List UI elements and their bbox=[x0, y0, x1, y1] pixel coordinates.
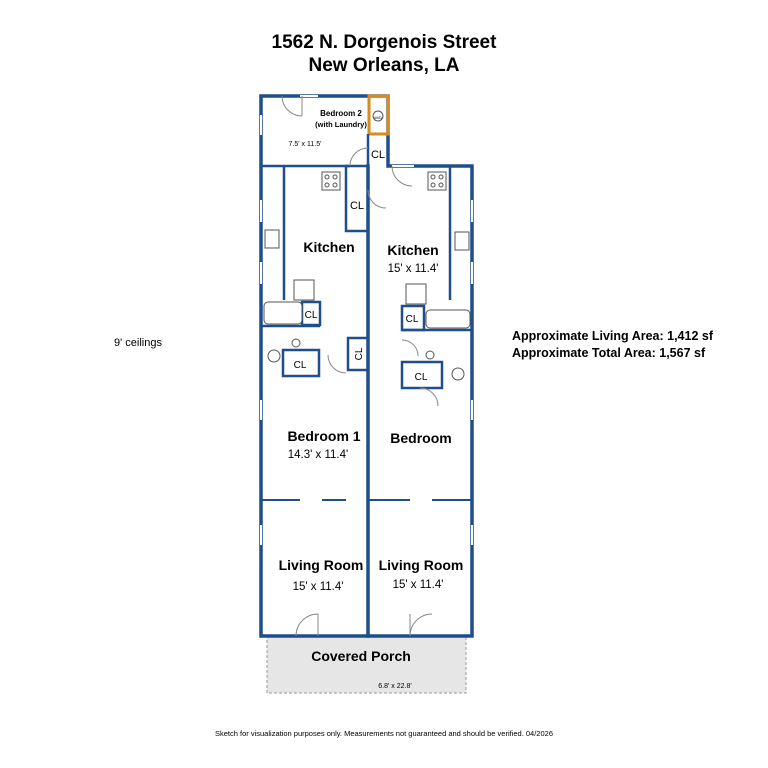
bathtub-icon bbox=[263, 301, 303, 325]
closet-label-hall: CL bbox=[354, 347, 365, 360]
bath-sink-icon bbox=[425, 350, 435, 360]
porch-dim: 6.8' x 22.8' bbox=[378, 683, 411, 690]
closet-label-bath-left: CL bbox=[305, 310, 318, 321]
living-left-dim: 15' x 11.4' bbox=[293, 581, 344, 593]
bath-sink-icon bbox=[291, 338, 301, 348]
living-right-dim: 15' x 11.4' bbox=[393, 579, 444, 591]
interior-walls bbox=[261, 94, 472, 501]
window-marks bbox=[260, 95, 473, 545]
stove-icon bbox=[427, 171, 447, 191]
closet-label-kitchen: CL bbox=[350, 200, 364, 212]
bedroom1-dim: 14.3' x 11.4' bbox=[288, 449, 348, 461]
sink-icon bbox=[264, 229, 280, 249]
kitchen-left-label: Kitchen bbox=[303, 239, 354, 255]
bedroom2-sublabel: (with Laundry) bbox=[315, 120, 367, 129]
toilet-icon bbox=[451, 367, 465, 381]
closet-label-right: CL bbox=[415, 372, 428, 383]
closet-label-bath-right: CL bbox=[406, 314, 419, 325]
covered-porch bbox=[266, 635, 467, 694]
kitchen-right-dim: 15' x 11.4' bbox=[388, 263, 439, 275]
stove-icon bbox=[321, 171, 341, 191]
kitchen-right-label: Kitchen bbox=[387, 242, 438, 258]
sink-icon bbox=[454, 231, 470, 251]
toilet-icon bbox=[267, 349, 281, 363]
washer-dryer-icon bbox=[372, 110, 384, 122]
fridge-icon bbox=[293, 279, 315, 301]
bedroom2-label: Bedroom 2 bbox=[320, 109, 362, 118]
plan-title-city: New Orleans, LA bbox=[308, 55, 460, 76]
bedroom-right-label: Bedroom bbox=[390, 430, 451, 446]
closet-label-top: CL bbox=[371, 149, 385, 161]
laundry-label: W/D bbox=[374, 115, 382, 120]
living-area-note: Approximate Living Area: 1,412 sf bbox=[512, 329, 713, 343]
porch-label: Covered Porch bbox=[311, 648, 411, 664]
bathtub-icon bbox=[425, 309, 471, 329]
fridge-icon bbox=[405, 283, 427, 305]
disclaimer: Sketch for visualization purposes only. … bbox=[215, 729, 553, 738]
bedroom2-dim: 7.5' x 11.5' bbox=[289, 141, 322, 148]
bedroom1-label: Bedroom 1 bbox=[287, 428, 360, 444]
plan-title-address: 1562 N. Dorgenois Street bbox=[271, 32, 497, 53]
ceiling-note: 9' ceilings bbox=[114, 337, 162, 349]
closet-label-left: CL bbox=[294, 360, 307, 371]
living-right-label: Living Room bbox=[379, 557, 464, 573]
total-area-note: Approximate Total Area: 1,567 sf bbox=[512, 346, 706, 360]
door-swings bbox=[281, 95, 439, 637]
living-left-label: Living Room bbox=[279, 557, 364, 573]
fixtures bbox=[263, 110, 471, 381]
